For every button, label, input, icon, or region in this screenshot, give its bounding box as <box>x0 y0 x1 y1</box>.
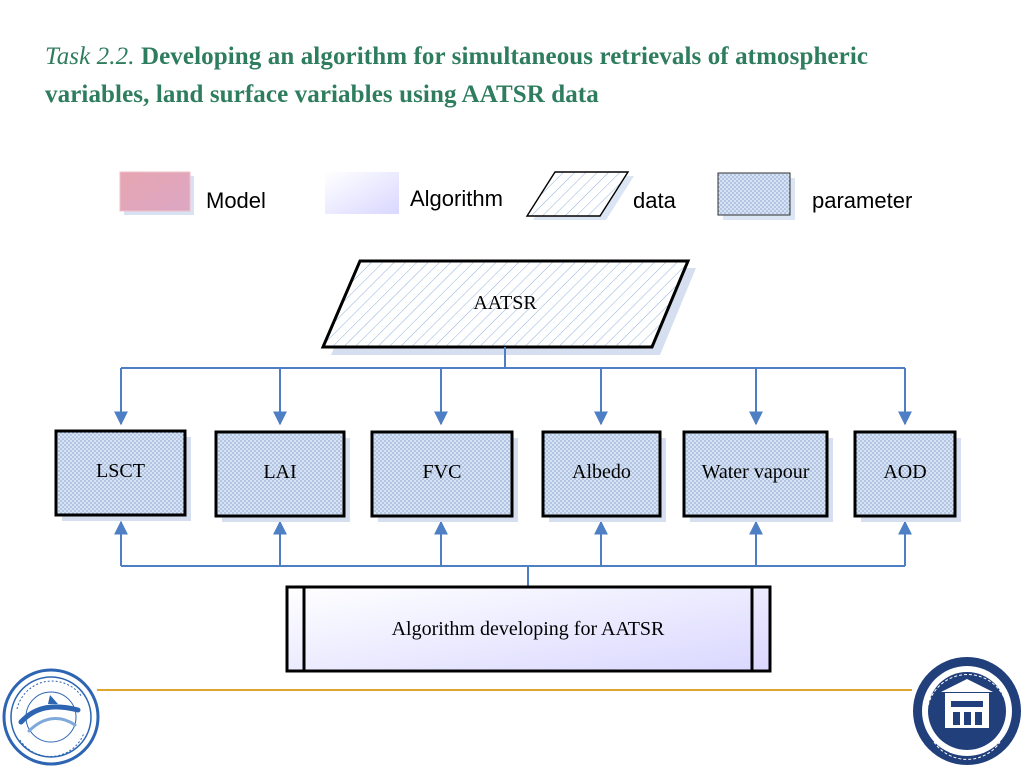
top-connectors <box>114 347 912 426</box>
remote-sensing-laboratory-logo <box>2 668 100 766</box>
bottom-connectors <box>114 520 912 587</box>
legend-parameter-swatch <box>717 172 795 220</box>
parameter-node-lsct <box>54 429 191 521</box>
task-number: Task 2.2. <box>45 43 135 70</box>
task-title: Developing an algorithm for simultaneous… <box>45 43 869 108</box>
beijing-normal-university-seal <box>913 657 1021 765</box>
parameter-node-albedo <box>541 430 666 522</box>
legend-parameter-label: parameter <box>812 188 913 213</box>
parameter-node-aod <box>853 430 961 522</box>
aatsr-data-node <box>320 259 696 355</box>
legend-data-label: data <box>633 188 676 213</box>
legend-algorithm-label: Algorithm <box>410 186 503 211</box>
parameter-node-fvc <box>370 430 518 522</box>
parameter-node-water-vapour <box>682 430 833 522</box>
legend-model-swatch <box>119 171 194 215</box>
algorithm-node <box>285 585 772 673</box>
legend-algorithm-swatch <box>325 172 399 214</box>
legend-data-swatch <box>525 171 634 220</box>
footer-rule <box>97 689 912 691</box>
legend-model-label: Model <box>206 188 266 213</box>
parameter-node-lai <box>214 430 350 522</box>
slide-title: Task 2.2. Developing an algorithm for si… <box>45 38 965 114</box>
